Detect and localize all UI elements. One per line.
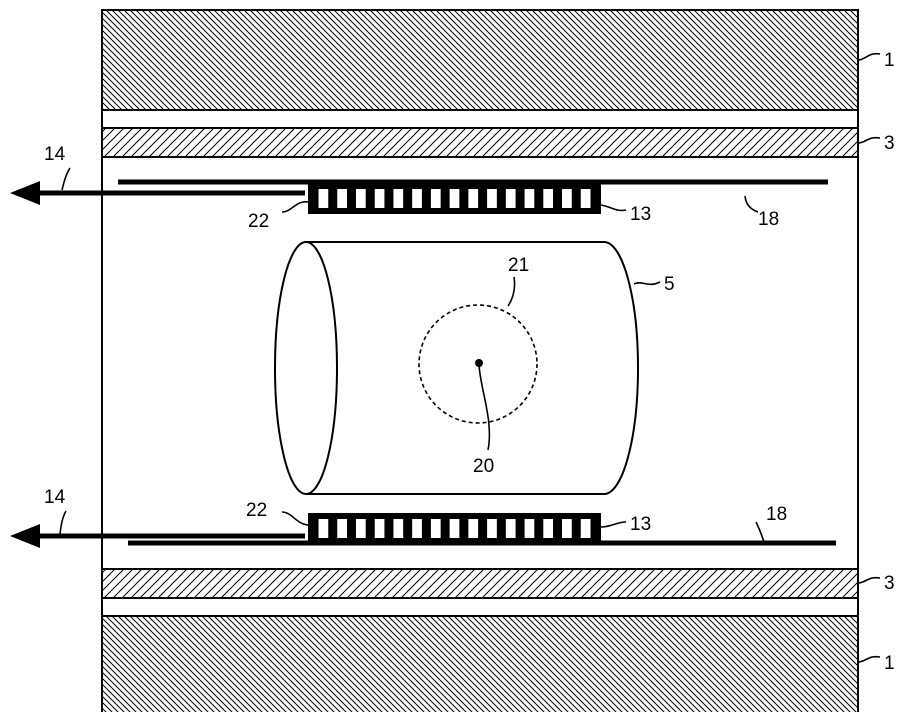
coil-slot — [487, 519, 497, 538]
coil-slot — [449, 189, 460, 208]
leader-14-bottom — [59, 510, 67, 535]
label-22-bottom: 22 — [246, 500, 267, 521]
label-18-top: 18 — [758, 209, 779, 230]
magnet-block-bottom — [101, 615, 859, 712]
coil-slot — [543, 189, 554, 208]
coil-slots-bottom — [318, 519, 591, 538]
coil-slot — [355, 519, 366, 538]
cylinder-sample — [274, 241, 639, 495]
coil-slot — [468, 189, 479, 208]
coil-array-top — [308, 183, 601, 214]
region-of-interest-circle — [418, 304, 538, 424]
magnet-block-top — [101, 9, 859, 111]
leader-20 — [478, 362, 491, 451]
coil-slot — [580, 519, 591, 538]
leader-21 — [507, 276, 516, 307]
coil-slot — [393, 519, 404, 538]
label-14-bottom: 14 — [44, 487, 66, 508]
coil-slot — [562, 519, 572, 538]
coil-slot — [318, 189, 329, 208]
label-20: 20 — [473, 456, 494, 477]
label-13-bottom: 13 — [630, 514, 651, 535]
leader-1-bottom — [857, 655, 881, 663]
coil-slot — [430, 519, 441, 538]
coil-slot — [374, 189, 385, 208]
label-13-top: 13 — [630, 204, 651, 225]
coil-slot — [505, 519, 516, 538]
label-14-top: 14 — [44, 144, 66, 165]
coil-slot — [468, 519, 479, 538]
coil-array-bottom — [308, 513, 601, 544]
coil-slot — [412, 189, 422, 208]
coil-slot — [562, 189, 572, 208]
gradient-layer-bottom — [101, 568, 859, 599]
coil-slot — [580, 189, 591, 208]
leader-22-bottom — [281, 511, 309, 526]
leader-1-top — [857, 52, 881, 61]
leader-18-top — [744, 195, 759, 213]
label-3-top: 3 — [884, 133, 895, 154]
coil-slot — [543, 519, 554, 538]
label-1-bottom: 1 — [884, 653, 895, 674]
leader-5 — [633, 281, 661, 286]
coil-slot — [524, 189, 535, 208]
leader-3-top — [857, 136, 881, 144]
label-1-top: 1 — [884, 50, 895, 71]
coil-slot — [449, 519, 460, 538]
leader-14-top — [61, 167, 71, 191]
coil-slot — [393, 189, 404, 208]
coil-slot — [318, 519, 329, 538]
coil-slot — [505, 189, 516, 208]
label-18-bottom: 18 — [766, 504, 787, 525]
coil-slot — [524, 519, 535, 538]
output-arrow-top — [10, 181, 305, 205]
leader-18-bottom — [755, 521, 765, 543]
coil-slots-top — [318, 189, 591, 208]
leader-13-top — [600, 204, 627, 212]
label-21: 21 — [508, 255, 529, 276]
coil-slot — [374, 519, 385, 538]
cylinder-end-face — [274, 241, 338, 495]
label-5: 5 — [664, 274, 675, 295]
gradient-layer-top — [101, 127, 859, 158]
coil-slot — [337, 519, 347, 538]
coil-slot — [487, 189, 497, 208]
leader-22-top — [281, 201, 309, 213]
coil-slot — [355, 189, 366, 208]
label-3-bottom: 3 — [884, 573, 895, 594]
coil-slot — [430, 189, 441, 208]
leader-13-bottom — [600, 521, 627, 528]
coil-slot — [412, 519, 422, 538]
output-arrow-bottom — [10, 524, 305, 548]
label-22-top: 22 — [248, 211, 269, 232]
leader-3-bottom — [857, 576, 881, 584]
coil-slot — [337, 189, 347, 208]
